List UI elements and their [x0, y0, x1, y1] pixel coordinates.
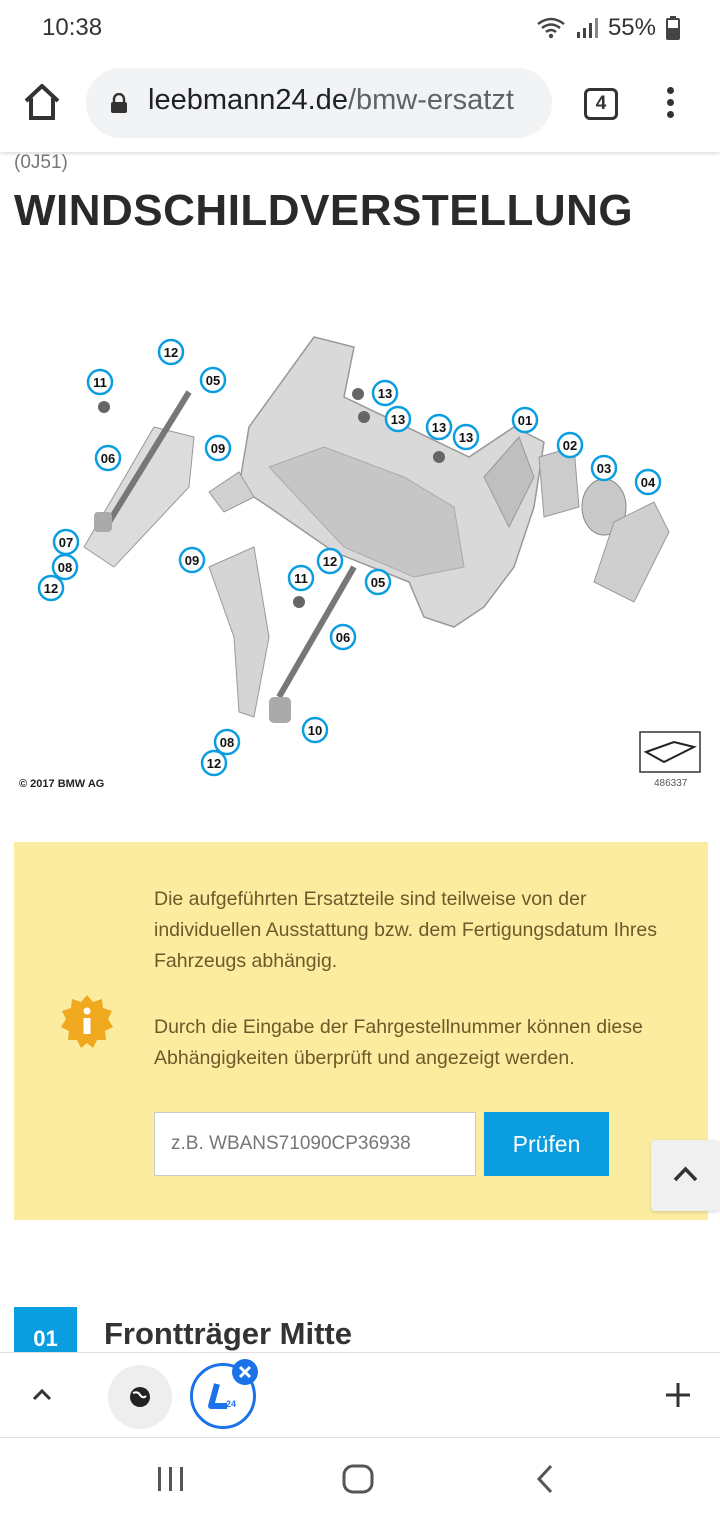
address-bar[interactable]: leebmann24.de/bmw-ersatzt: [86, 68, 552, 138]
tabs-icon[interactable]: 4: [584, 88, 618, 120]
svg-text:12: 12: [207, 756, 221, 771]
svg-text:24: 24: [226, 1399, 236, 1409]
svg-text:07: 07: [59, 535, 73, 550]
svg-text:06: 06: [101, 451, 115, 466]
parts-diagram-drawing: 12 11 05 06 09 13 13 13 13 01 02 03 04 07 08 12 09 1…: [19, 336, 701, 790]
check-vin-button[interactable]: Prüfen: [484, 1112, 609, 1176]
svg-text:04: 04: [641, 475, 656, 490]
url-domain: leebmann24.de: [148, 84, 348, 116]
chevron-up-icon: [673, 1166, 698, 1182]
svg-text:05: 05: [206, 373, 220, 388]
svg-text:05: 05: [371, 575, 385, 590]
nav-home-icon[interactable]: [342, 1464, 374, 1494]
url-path: /bmw-ersatzt: [347, 84, 514, 116]
chevron-up-icon[interactable]: [26, 1379, 58, 1411]
info-icon: [61, 995, 113, 1048]
part-number-badge: 01: [14, 1307, 77, 1352]
svg-text:12: 12: [44, 581, 58, 596]
svg-text:11: 11: [93, 375, 107, 390]
globe-icon: [130, 1387, 150, 1407]
svg-text:11: 11: [294, 571, 308, 586]
svg-text:12: 12: [164, 345, 178, 360]
svg-text:08: 08: [220, 735, 234, 750]
notice-text-1: Die aufgeführten Ersatzteile sind teilwe…: [154, 888, 657, 972]
browser-toolbar: leebmann24.de/bmw-ersatzt 4: [0, 56, 720, 152]
notice-text-2: Durch die Eingabe der Fahrgestellnummer …: [154, 1016, 643, 1069]
menu-icon[interactable]: [656, 84, 684, 124]
leebmann-logo-icon: 24: [208, 1383, 236, 1409]
recents-icon[interactable]: [156, 1466, 186, 1492]
svg-text:13: 13: [459, 430, 473, 445]
url-text: leebmann24.de/bmw-ersatzt: [148, 84, 514, 117]
close-icon: [238, 1365, 252, 1379]
part-title[interactable]: Frontträger Mitte: [104, 1316, 352, 1351]
tab-strip: 24: [0, 1352, 720, 1438]
scroll-to-top-button[interactable]: [651, 1140, 720, 1211]
svg-text:13: 13: [391, 412, 405, 427]
svg-text:12: 12: [323, 554, 337, 569]
svg-text:01: 01: [518, 413, 532, 428]
battery-percent: 55%: [607, 14, 656, 41]
vin-input[interactable]: [154, 1112, 476, 1176]
plus-icon[interactable]: [660, 1377, 696, 1413]
svg-text:13: 13: [378, 386, 392, 401]
status-bar: 10:38 55%: [0, 0, 720, 56]
page-content: (0J51) WINDSCHILDVERSTELLUNG: [0, 152, 720, 1352]
back-icon[interactable]: [534, 1463, 556, 1495]
status-time: 10:38: [42, 14, 103, 41]
diagram-number: 486337: [654, 778, 688, 789]
signal-icon: [576, 18, 598, 38]
svg-text:08: 08: [58, 560, 72, 575]
svg-text:06: 06: [336, 630, 350, 645]
diagram-copyright: © 2017 BMW AG: [19, 778, 104, 790]
svg-text:10: 10: [308, 723, 322, 738]
system-nav-bar: [0, 1438, 720, 1520]
svg-text:13: 13: [432, 420, 446, 435]
tab-globe[interactable]: [108, 1365, 172, 1429]
home-icon[interactable]: [20, 80, 64, 124]
callout-labels: 12 11 05 06 09 13 13 13 13 01 02 03 04 07 08 12 09 1…: [37, 338, 662, 777]
vin-notice-box: Die aufgeführten Ersatzteile sind teilwe…: [14, 842, 708, 1220]
svg-text:02: 02: [563, 438, 577, 453]
parts-diagram[interactable]: 12 11 05 06 09 13 13 13 13 01 02 03 04 07 08 12 09 1…: [14, 307, 706, 793]
svg-text:09: 09: [185, 553, 199, 568]
wifi-icon: [537, 17, 565, 39]
status-icons: 55%: [536, 14, 680, 42]
page-title: WINDSCHILDVERSTELLUNG: [14, 186, 634, 235]
lock-icon: [111, 93, 127, 113]
close-tab-button[interactable]: [232, 1359, 258, 1385]
svg-text:09: 09: [211, 441, 225, 456]
battery-icon: [666, 16, 680, 40]
group-code: (0J51): [14, 152, 68, 173]
svg-text:03: 03: [597, 461, 611, 476]
